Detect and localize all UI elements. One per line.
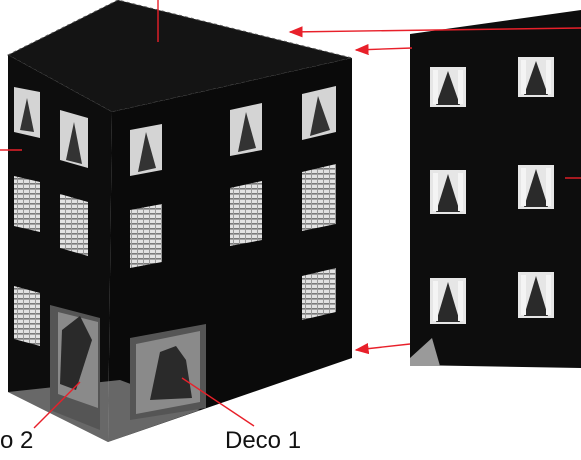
building-roof — [6, 0, 353, 113]
callout-lines — [0, 0, 581, 429]
sheet-window — [430, 278, 466, 324]
sheet-window — [430, 67, 466, 107]
sheet-window — [518, 57, 554, 97]
arrow-to-front-bottom — [354, 343, 411, 355]
front-window-blinds — [130, 204, 162, 268]
left-window-blinds — [14, 286, 40, 346]
arrow-to-front-top — [354, 43, 413, 56]
front-window-blinds — [230, 181, 262, 246]
front-window-blinds — [302, 164, 336, 231]
fold-tab — [410, 338, 440, 366]
left-window-blinds — [14, 176, 40, 232]
callout-deco-2 — [33, 381, 81, 429]
arrow-to-roof-edge — [288, 26, 581, 38]
sheet-window — [430, 170, 466, 214]
left-window-blinds — [60, 194, 88, 256]
callout-deco-1 — [181, 377, 255, 427]
sheet-windows — [430, 57, 554, 324]
sheet-window — [518, 272, 554, 318]
label-deco-2: o 2 — [0, 429, 34, 453]
front-face-windows — [130, 86, 336, 420]
left-face-windows — [14, 87, 100, 430]
front-window-blinds — [302, 268, 336, 320]
label-deco-1: Deco 1 — [225, 427, 302, 454]
sheet-window — [518, 165, 554, 209]
